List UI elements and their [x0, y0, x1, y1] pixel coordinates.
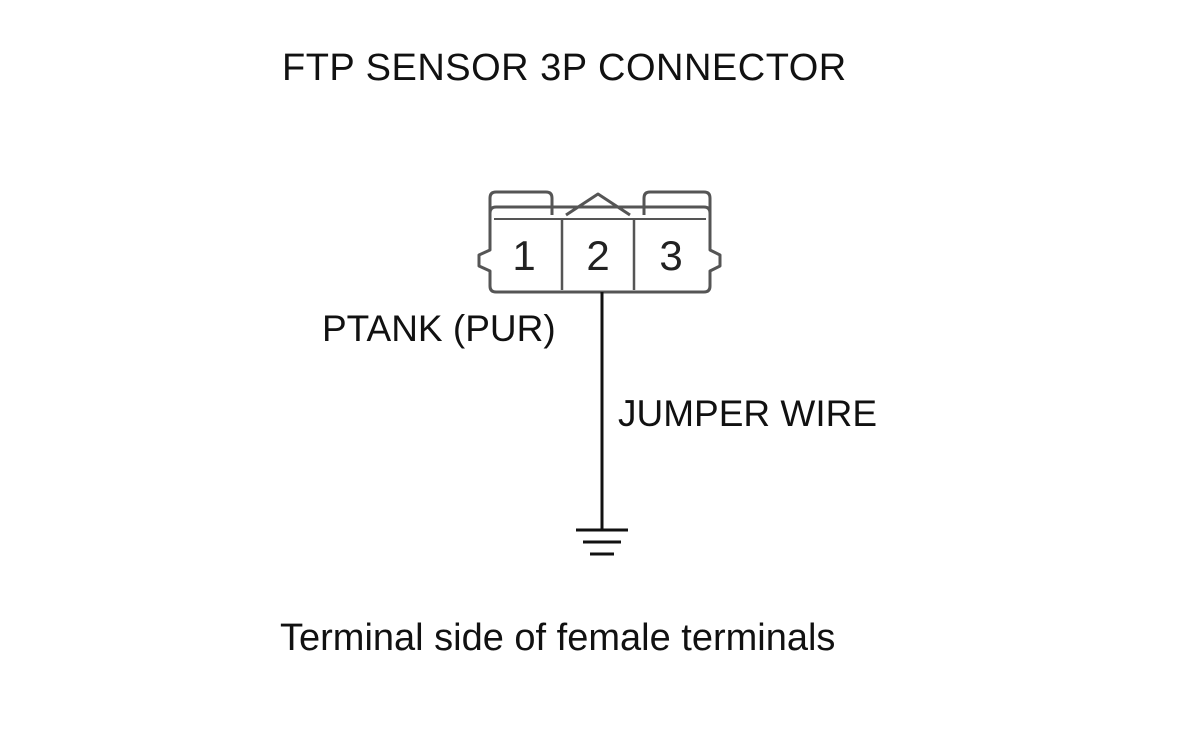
- connector-3p: [477, 190, 722, 294]
- pin-number-3: 3: [659, 232, 682, 279]
- latch-tab-right: [642, 190, 712, 215]
- ground-symbol-icon: [576, 528, 628, 556]
- center-key: [565, 192, 631, 217]
- latch-tab-left: [488, 190, 554, 215]
- pin-number-2: 2: [586, 232, 609, 279]
- diagram-caption: Terminal side of female terminals: [280, 617, 836, 659]
- signal-label: PTANK (PUR): [322, 308, 556, 349]
- pin-number-1: 1: [512, 232, 535, 279]
- connector-housing: [477, 205, 722, 294]
- diagram-title: FTP SENSOR 3P CONNECTOR: [282, 47, 847, 89]
- jumper-wire-label: JUMPER WIRE: [618, 393, 877, 434]
